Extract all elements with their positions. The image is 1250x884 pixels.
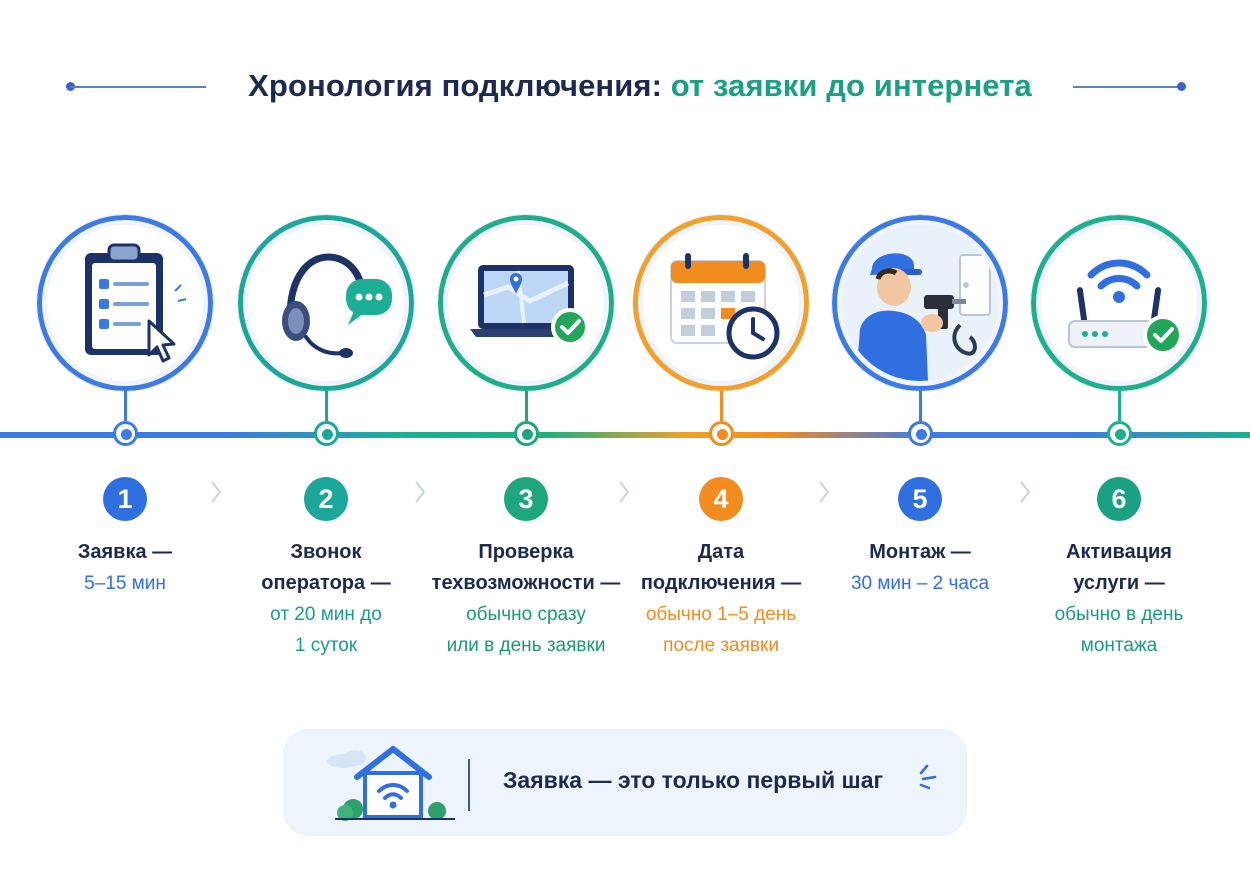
step-6: 6 Активация услуги — обычно в день монта… xyxy=(1019,205,1219,675)
step-number-badge: 2 xyxy=(304,477,348,521)
step-title: Дата xyxy=(697,541,745,563)
technician-icon xyxy=(856,253,991,381)
title-line-dot-right xyxy=(1177,82,1186,91)
title-main: Хронология подключения: xyxy=(248,68,663,103)
house-wifi-icon xyxy=(327,746,455,821)
step-5: 5 Монтаж — 30 мин – 2 часа xyxy=(820,205,1020,675)
step-number-badge: 3 xyxy=(504,477,548,521)
step-title: услуги — xyxy=(1073,572,1165,594)
step-duration: 1 суток xyxy=(294,635,358,656)
step-title: Заявка — xyxy=(77,541,173,563)
step-number-badge: 6 xyxy=(1097,477,1141,521)
wifi-router-icon xyxy=(1068,259,1183,355)
step-icon-ring xyxy=(237,214,415,392)
step-1: 1 Заявка — 5–15 мин xyxy=(25,205,225,675)
timeline-node xyxy=(709,421,734,446)
step-number-badge: 4 xyxy=(699,477,743,521)
step-icon-ring xyxy=(831,214,1009,392)
timeline-node xyxy=(514,421,539,446)
step-title: техвозможности — xyxy=(431,572,621,594)
summary-banner: Заявка — это только первый шаг xyxy=(283,729,967,836)
step-duration: от 20 мин до xyxy=(270,604,382,625)
chevron-right-icon xyxy=(619,481,630,503)
header: Хронология подключения: от заявки до инт… xyxy=(0,62,1250,112)
step-3: 3 Проверка техвозможности — обычно сразу… xyxy=(426,205,626,675)
step-title: подключения — xyxy=(640,572,802,594)
chevron-right-icon xyxy=(819,481,830,503)
timeline-node xyxy=(314,421,339,446)
title-accent: от заявки до интернета xyxy=(670,68,1032,103)
step-number-badge: 5 xyxy=(898,477,942,521)
timeline-node xyxy=(908,421,933,446)
title-line-right xyxy=(1073,86,1183,88)
clipboard-checklist-icon xyxy=(85,243,187,363)
step-duration: после заявки xyxy=(663,635,779,656)
laptop-map-icon xyxy=(470,265,589,346)
step-icon-ring xyxy=(632,214,810,392)
step-duration: обычно в день xyxy=(1054,604,1184,625)
chevron-right-icon xyxy=(1020,481,1031,503)
step-duration: 30 мин – 2 часа xyxy=(850,573,990,594)
step-2: 2 Звонок оператора — от 20 мин до 1 суто… xyxy=(226,205,426,675)
step-icon-ring xyxy=(1030,214,1208,392)
step-duration: 5–15 мин xyxy=(84,573,166,594)
step-icon-ring xyxy=(437,214,615,392)
step-4: 4 Дата подключения — обычно 1–5 день пос… xyxy=(621,205,821,675)
banner-text: Заявка — это только первый шаг xyxy=(503,767,884,793)
title-line-left xyxy=(70,86,206,88)
step-title: Монтаж — xyxy=(869,541,971,563)
calendar-clock-icon xyxy=(670,253,780,360)
chevron-right-icon xyxy=(415,481,426,503)
step-duration: или в день заявки xyxy=(446,635,606,656)
step-duration: обычно сразу xyxy=(466,604,586,625)
chevron-right-icon xyxy=(211,481,222,503)
timeline-bar xyxy=(0,432,1250,438)
step-title: оператора — xyxy=(261,572,391,594)
headset-chat-icon xyxy=(282,253,392,358)
step-number-badge: 1 xyxy=(103,477,147,521)
step-title: Проверка xyxy=(478,541,574,563)
step-duration: монтажа xyxy=(1080,635,1158,656)
timeline-node xyxy=(1107,421,1132,446)
step-duration: обычно 1–5 день xyxy=(645,604,797,625)
timeline-node xyxy=(113,421,138,446)
step-title: Активация xyxy=(1066,541,1172,563)
step-icon-ring xyxy=(36,214,214,392)
sparkle-icon xyxy=(919,764,937,790)
page-title: Хронология подключения: от заявки до инт… xyxy=(225,68,1055,104)
step-title: Звонок xyxy=(290,541,362,563)
banner-divider xyxy=(468,759,470,811)
